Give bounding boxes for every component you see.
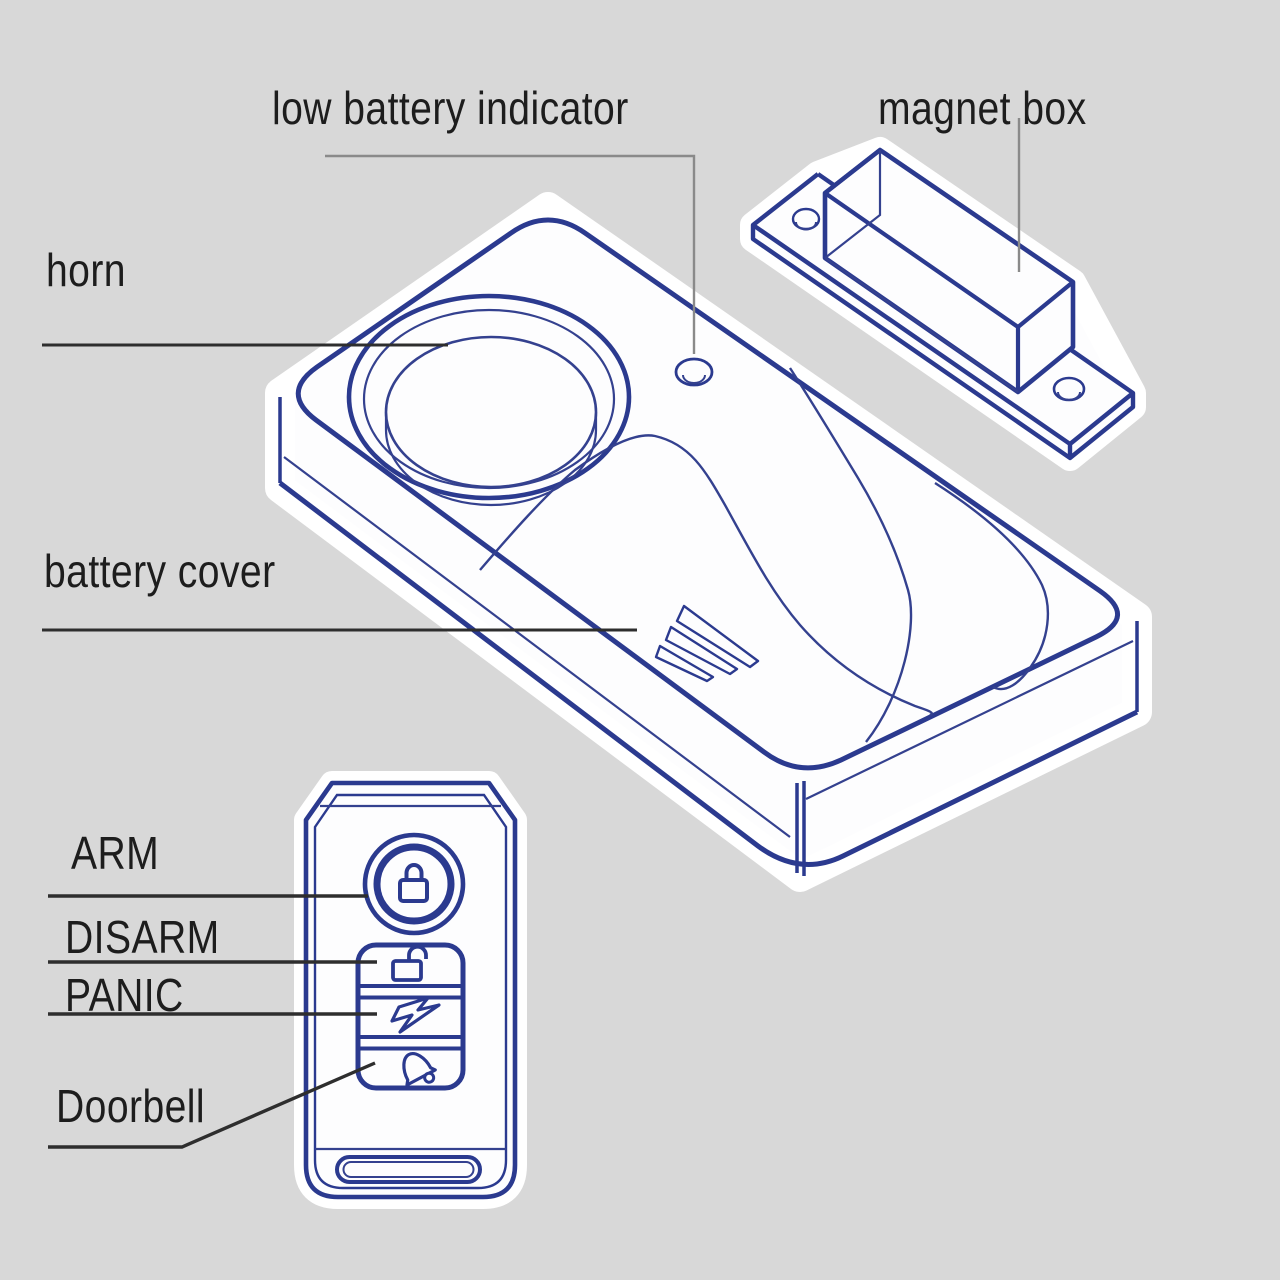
remote-face-plate xyxy=(313,793,508,1190)
main-unit-shell-seams xyxy=(283,456,1134,838)
remote-face-lines xyxy=(315,804,506,1151)
label-panic: PANIC xyxy=(65,969,184,1021)
button-dividers xyxy=(358,984,463,1051)
unlock-icon xyxy=(391,944,428,982)
label-battery-cover: battery cover xyxy=(44,545,276,597)
label-magnet-box: magnet box xyxy=(878,82,1087,134)
leader-lines xyxy=(42,118,1021,1149)
main-unit-illustration xyxy=(265,192,1152,892)
bell-icon xyxy=(402,1052,437,1087)
magnet-box-illustration xyxy=(740,137,1146,471)
battery-cover-outline xyxy=(479,367,1050,743)
leader-doorbell xyxy=(48,1061,376,1149)
label-disarm: DISARM xyxy=(65,911,220,963)
arm-button xyxy=(362,832,466,936)
main-unit-bottom-edges xyxy=(278,481,1139,867)
battery-cover-chevrons xyxy=(654,604,760,683)
label-arm: ARM xyxy=(71,827,160,879)
doorbell-button xyxy=(402,1052,437,1087)
low-battery-led xyxy=(674,357,714,387)
label-low-battery-indicator: low battery indicator xyxy=(272,82,629,134)
panic-button xyxy=(390,996,441,1034)
main-unit-corner-edges xyxy=(278,397,1139,876)
remote-control-illustration xyxy=(294,771,527,1209)
label-horn: horn xyxy=(46,244,126,296)
magnet-box-housing xyxy=(822,147,1076,395)
disarm-button xyxy=(391,944,428,982)
remote-bottom-slot xyxy=(335,1155,482,1184)
horn-cylinder-top xyxy=(384,335,598,489)
leader-low-battery xyxy=(325,154,696,354)
lightning-icon xyxy=(390,996,441,1034)
screw-hole-right xyxy=(1052,376,1086,402)
label-doorbell: Doorbell xyxy=(56,1080,206,1132)
remote-button-group xyxy=(355,942,466,1091)
lock-icon xyxy=(398,863,429,903)
